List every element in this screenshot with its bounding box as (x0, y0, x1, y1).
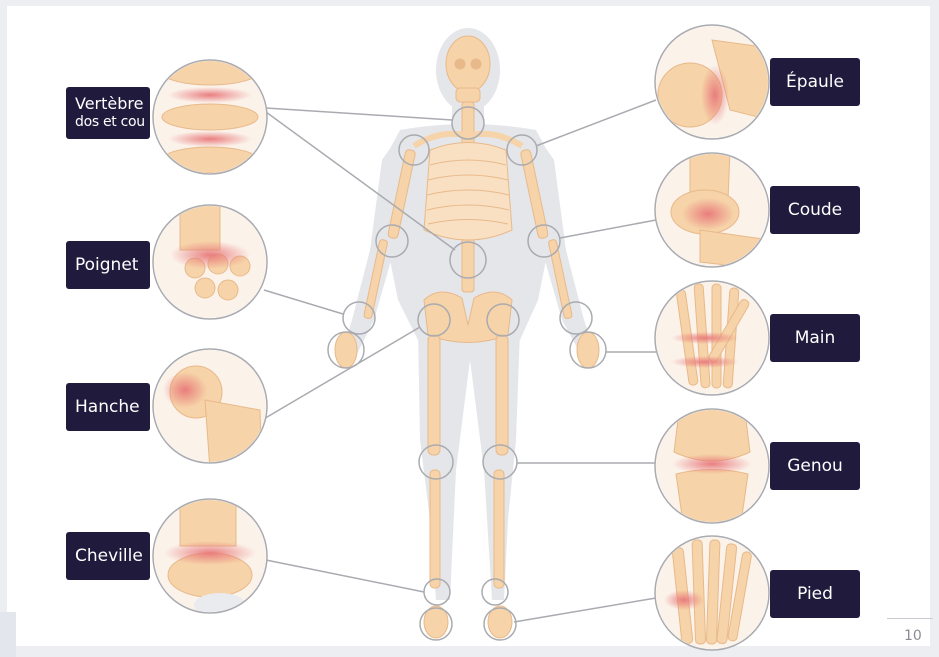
callout-hanche (150, 344, 270, 470)
label-coude: Coude (770, 186, 860, 234)
label-hanche: Hanche (66, 383, 150, 431)
label-pied: Pied (770, 570, 860, 618)
label-hanche-text: Hanche (75, 397, 140, 417)
label-poignet: Poignet (66, 241, 150, 289)
label-coude-text: Coude (788, 200, 842, 220)
label-vertebre-line1: Vertèbre (75, 94, 145, 113)
label-vertebre-line2: dos et cou (75, 113, 145, 132)
callout-vertebre (150, 55, 270, 179)
callout-poignet (150, 200, 270, 324)
skeleton (335, 36, 599, 638)
label-cheville: Cheville (66, 532, 150, 580)
callout-epaule (652, 20, 772, 144)
label-epaule-text: Épaule (786, 72, 844, 92)
callout-cheville (150, 494, 270, 618)
label-poignet-text: Poignet (75, 255, 138, 275)
label-cheville-text: Cheville (75, 546, 143, 566)
callout-coude (652, 148, 772, 272)
label-genou-text: Genou (787, 456, 843, 476)
label-main-text: Main (795, 328, 836, 348)
callout-genou (652, 404, 772, 530)
callout-pied (652, 531, 772, 655)
label-vertebre: Vertèbre dos et cou (66, 87, 150, 139)
label-genou: Genou (770, 442, 860, 490)
label-pied-text: Pied (797, 584, 833, 604)
label-epaule: Épaule (770, 58, 860, 106)
callout-main (652, 276, 772, 400)
label-main: Main (770, 314, 860, 362)
